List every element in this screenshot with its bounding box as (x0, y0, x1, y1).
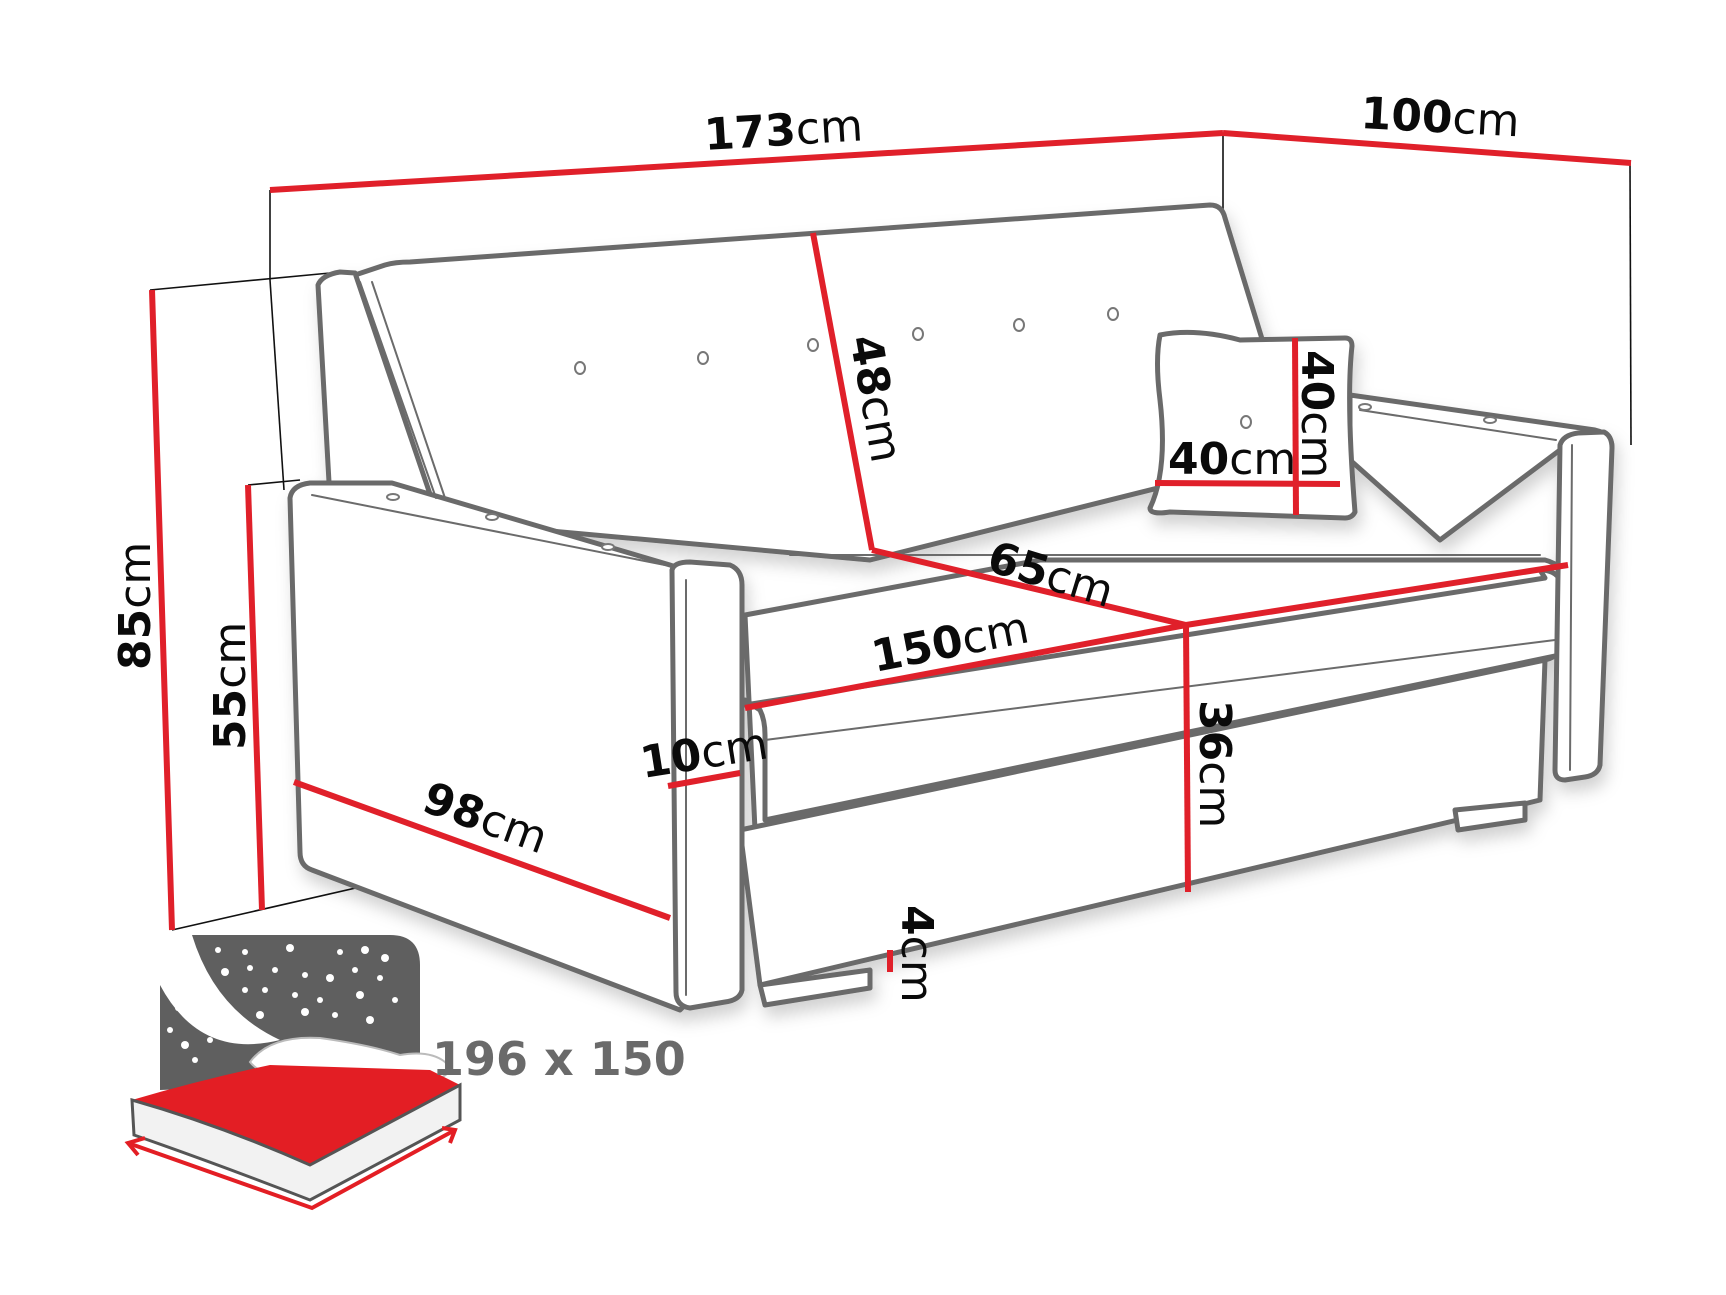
sofa-drawing (287, 202, 1615, 1013)
label-pillow-height: 40cm (1291, 350, 1342, 478)
button-icon (697, 351, 709, 365)
dim-line-armrest-depth (292, 779, 672, 921)
dim-line-backrest-height (810, 232, 875, 551)
button-icon (912, 327, 924, 341)
sleeping-area-label: 196 x 150 (432, 1032, 686, 1086)
label-pillow-width: 40cm (1168, 434, 1296, 485)
dim-line-armrest-height (245, 484, 265, 911)
label-total-depth: 100cm (1359, 88, 1520, 147)
dim-line-total-height (149, 289, 175, 931)
sofa-details (311, 281, 1573, 996)
arm-button-icon (386, 493, 400, 501)
guide-lines (149, 133, 1632, 931)
button-icon (1107, 307, 1119, 321)
left-armrest (287, 480, 693, 1013)
arm-button-icon (485, 513, 499, 521)
arm-button-icon (1358, 403, 1372, 411)
dim-line-total-width (269, 130, 1224, 193)
label-backrest-height: 48cm (839, 331, 912, 466)
pillow (1147, 329, 1358, 521)
dimension-lines (149, 130, 1632, 972)
dim-line-pillow-height (1292, 337, 1299, 516)
dim-line-pillow-width (1154, 480, 1341, 487)
button-icon (574, 361, 586, 375)
left-back-panel (315, 269, 435, 503)
button-icon (1013, 318, 1025, 332)
label-seat-height: 36cm (1189, 700, 1240, 828)
label-leg-height: 4cm (891, 905, 942, 1003)
right-armrest-front (1552, 429, 1615, 783)
label-total-width: 173cm (703, 100, 865, 161)
backrest (352, 202, 1273, 563)
tufting-buttons (386, 307, 1497, 551)
front-leg (757, 967, 873, 1008)
bed-sheet-icon (132, 1065, 460, 1165)
dim-line-total-depth (1222, 130, 1632, 166)
label-total-height: 85cm (110, 542, 161, 670)
left-armrest-front (669, 559, 745, 1011)
button-icon (807, 338, 819, 352)
label-armrest-height: 55cm (205, 622, 256, 750)
dim-line-armrest-width (667, 770, 741, 789)
bed-length-arrow-icon (127, 1128, 456, 1211)
arm-button-icon (601, 543, 615, 551)
dim-line-seat-depth (871, 547, 1187, 628)
bed-icon: 196 x 150 (124, 935, 686, 1211)
label-armrest-width: 10cm (637, 718, 772, 788)
arm-button-icon (1483, 416, 1497, 424)
stars-icon (167, 944, 398, 1063)
mattress-icon (130, 1082, 462, 1202)
button-icon (1240, 415, 1252, 429)
dim-line-seat-height (1183, 624, 1191, 893)
rear-right-leg (1452, 800, 1528, 833)
